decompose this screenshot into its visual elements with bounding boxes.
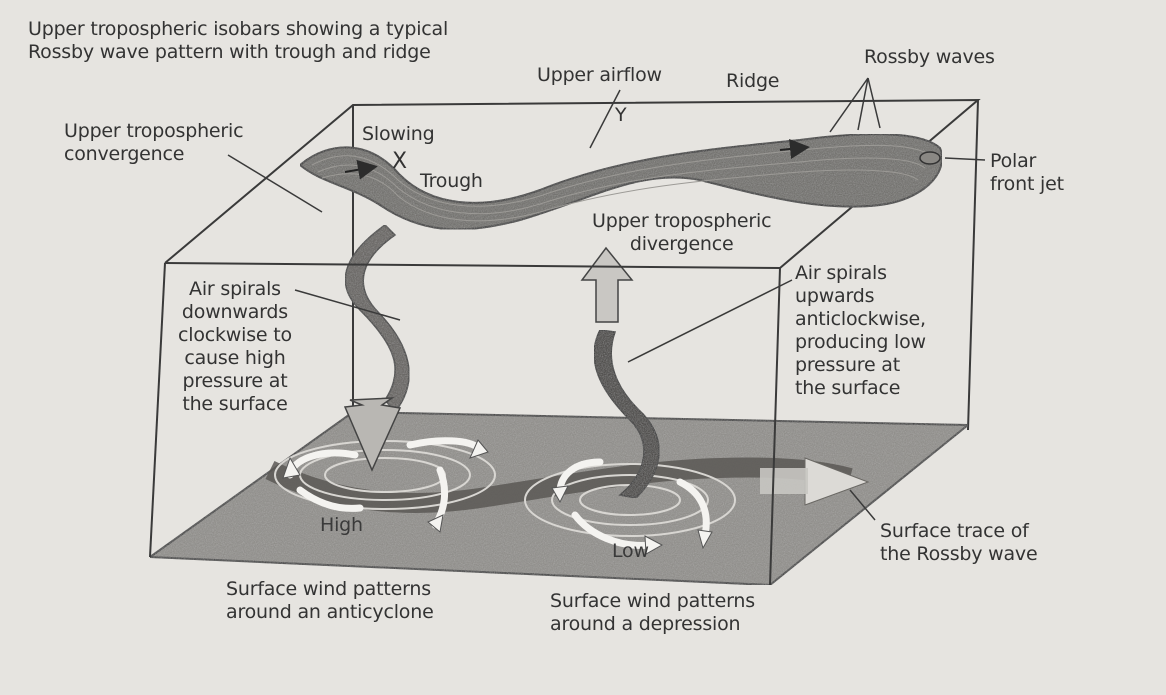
box-front-edges xyxy=(149,262,781,586)
jet-flow-arrow-right xyxy=(779,139,810,159)
jet-streamlines xyxy=(311,144,931,222)
jet-cross-section xyxy=(919,151,941,165)
low-isobar-rings xyxy=(524,463,736,537)
slowing-label: Slowing xyxy=(362,123,435,145)
anticyclone-caption: Surface wind patterns around an anticycl… xyxy=(226,578,434,623)
upper-divergence-label: Upper tropospheric divergence xyxy=(592,210,772,255)
rossby-waves-label: Rossby waves xyxy=(864,46,995,68)
trough-marker: X xyxy=(392,149,407,174)
upper-airflow-label: Upper airflow xyxy=(537,64,662,86)
ascending-arrow xyxy=(580,246,634,323)
ridge-label: Ridge xyxy=(726,70,780,92)
leader-lines xyxy=(227,77,986,521)
trough-label: Trough xyxy=(420,170,483,192)
air-spirals-down-label: Air spirals downwards clockwise to cause… xyxy=(178,278,292,415)
depression-caption: Surface wind patterns around a depressio… xyxy=(550,590,755,635)
ridge-marker: Y xyxy=(615,104,627,126)
upper-isobars-label: Upper tropospheric isobars showing a typ… xyxy=(28,18,449,63)
upper-convergence-label: Upper tropospheric convergence xyxy=(64,120,244,165)
surface-trace-label: Surface trace of the Rossby wave xyxy=(880,520,1038,565)
air-spirals-up-label: Air spirals upwards anticlockwise, produ… xyxy=(795,262,926,399)
high-label: High xyxy=(320,514,363,536)
ascending-spiral xyxy=(593,329,660,499)
polar-front-jet-label: Polar front jet xyxy=(990,150,1064,195)
descending-spiral xyxy=(344,224,410,414)
jet-flow-arrow-left xyxy=(344,159,378,180)
low-label: Low xyxy=(612,540,649,562)
descending-arrow xyxy=(343,397,402,472)
